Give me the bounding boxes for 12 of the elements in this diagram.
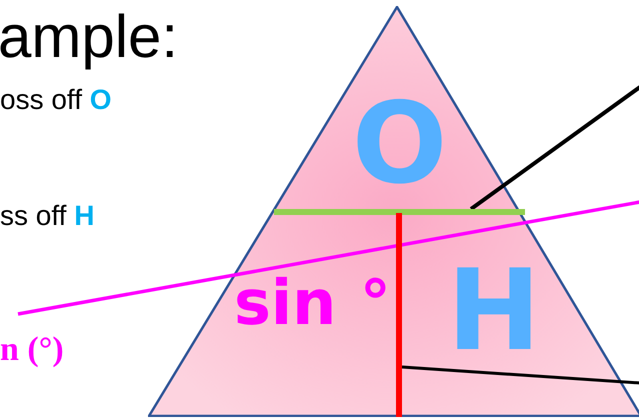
step-text: ss off H: [0, 200, 94, 232]
divider-bar: [396, 213, 402, 417]
slide-title: ample:: [0, 2, 178, 71]
leader-line: [18, 200, 639, 316]
step-text: oss off O: [0, 84, 112, 116]
leader-line: [402, 366, 639, 384]
angle-label: n (°): [0, 314, 80, 372]
divider-bar: [274, 209, 525, 215]
triangle-letter: H: [447, 255, 541, 367]
leader-line: [470, 85, 639, 211]
triangle-letter: O: [352, 88, 448, 200]
triangle-label: sin °: [234, 272, 391, 334]
